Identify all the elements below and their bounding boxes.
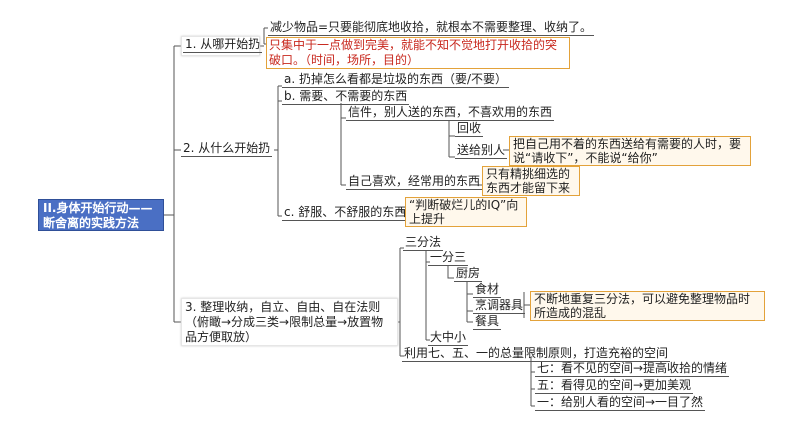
branch-1-reduce[interactable]: 减少物品=只要能彻底地收拾，就根本不需要整理、收纳了。 xyxy=(268,20,595,36)
branch-3-cookware[interactable]: 烹调器具 xyxy=(473,298,526,314)
branch-3-five[interactable]: 五：看得见的空间→更加美观 xyxy=(535,378,694,394)
branch-1[interactable]: 1. 从哪开始扔 xyxy=(183,37,263,53)
branch-2-b-recycle[interactable]: 回收 xyxy=(455,121,484,137)
branch-1-focus[interactable]: 只集中于一点做到完美，就能不知不觉地打开收拾的突破口。（时间，场所，目的） xyxy=(266,37,570,69)
branch-2-a[interactable]: a. 扔掉怎么看都是垃圾的东西（要/不要） xyxy=(282,72,510,88)
branch-3-kitchen[interactable]: 厨房 xyxy=(454,266,483,282)
branch-2-b-gift[interactable]: 送给别人 xyxy=(455,143,508,159)
branch-3-one[interactable]: 一：给别人看的空间→一目了然 xyxy=(535,395,706,411)
branch-2-c[interactable]: c. 舒服、不舒服的东西 xyxy=(282,205,409,221)
branch-3-food[interactable]: 食材 xyxy=(473,282,502,298)
branch-2-b-letters[interactable]: 信件，别人送的东西，不喜欢用的东西 xyxy=(346,105,555,121)
branch-3-three[interactable]: 三分法 xyxy=(403,235,444,251)
branch-3[interactable]: 3. 整理收纳，自立、自由、自在法则（俯瞰→分成三类→限制总量→放置物品方便取放… xyxy=(185,300,384,344)
branch-2-b-favorite[interactable]: 自己喜欢，经常用的东西 xyxy=(346,174,483,190)
note-c: “判断破烂儿的IQ”向上提升 xyxy=(405,197,527,227)
branch-3-bg xyxy=(181,298,398,346)
branch-2-b[interactable]: b. 需要、不需要的东西 xyxy=(282,89,410,105)
note-favorite: 只有精挑细选的东西才能留下来 xyxy=(482,166,580,196)
branch-3-tableware[interactable]: 餐具 xyxy=(473,314,502,330)
branch-3-one-three[interactable]: 一分三 xyxy=(428,250,469,266)
branch-1-bg xyxy=(181,36,260,56)
note-three: 不断地重复三分法，可以避免整理物品时所造成的混乱 xyxy=(530,291,765,321)
note-gift: 把自己用不着的东西送给有需要的人时，要说“请收下”，不能说“给你” xyxy=(509,136,751,166)
branch-2[interactable]: 2. 从什么开始扔 xyxy=(181,141,273,157)
root-label: II.身体开始行动——断舍离的实践方法 xyxy=(43,201,153,230)
branch-3-sml[interactable]: 大中小 xyxy=(428,330,469,346)
root-topic[interactable]: II.身体开始行动——断舍离的实践方法 xyxy=(38,199,164,231)
branch-3-seven[interactable]: 七：看不见的空间→提高收拾的情绪 xyxy=(535,361,730,377)
branch-3-rule[interactable]: 利用七、五、一的总量限制原则，打造充裕的空间 xyxy=(402,346,671,362)
